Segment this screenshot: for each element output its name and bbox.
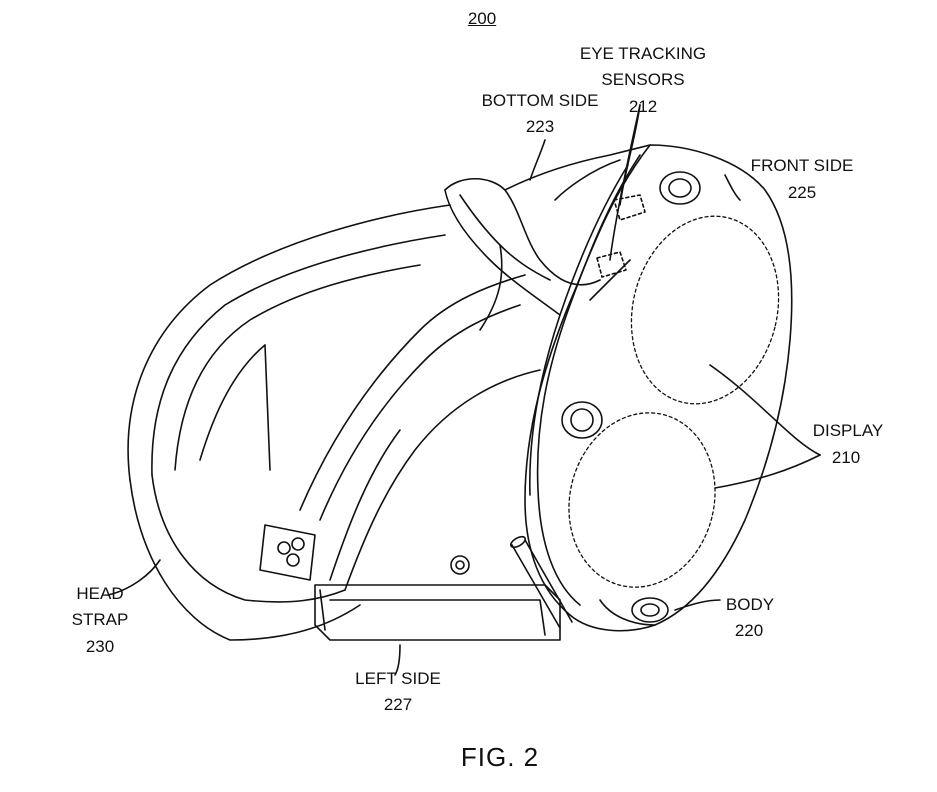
front-camera-mid <box>562 402 602 438</box>
eye-tracking-sensor-lower <box>597 252 626 277</box>
label-head-strap-line1: HEAD <box>76 584 124 603</box>
label-front-side-num: 225 <box>787 183 817 202</box>
label-display-num: 210 <box>831 448 861 467</box>
head-strap-outer-bottom <box>130 480 360 640</box>
label-display: DISPLAY <box>812 421 884 440</box>
figure-reference-number: 200 <box>467 9 497 28</box>
head-strap-inner-bottom <box>152 475 345 602</box>
label-eye-tracking-line1: EYE TRACKING <box>579 44 707 63</box>
body-outline <box>525 145 792 631</box>
head-strap-outer <box>128 205 450 480</box>
label-front-side: FRONT SIDE <box>750 156 854 175</box>
label-left-side-num: 227 <box>383 695 413 714</box>
sensor-cluster-2 <box>292 538 304 550</box>
body-inner-rim <box>538 155 640 605</box>
label-body-num: 220 <box>734 621 764 640</box>
label-bottom-side-num: 223 <box>525 117 555 136</box>
display-lens-lower <box>551 397 733 603</box>
sensor-cluster-3 <box>287 554 299 566</box>
label-eye-tracking-line2: SENSORS <box>601 70 685 89</box>
sensor-cluster-1 <box>278 542 290 554</box>
side-post <box>512 545 560 628</box>
label-eye-tracking-num: 212 <box>628 97 658 116</box>
top-strap <box>445 179 600 285</box>
front-camera-bottom <box>632 598 668 622</box>
front-camera-top <box>660 172 700 204</box>
display-lens-upper <box>612 200 798 419</box>
figure-caption: FIG. 2 <box>460 742 540 772</box>
label-head-strap-num: 230 <box>85 637 115 656</box>
label-bottom-side: BOTTOM SIDE <box>481 91 599 110</box>
head-strap-band <box>175 265 420 470</box>
label-left-side: LEFT SIDE <box>355 669 441 688</box>
label-body: BODY <box>725 595 775 614</box>
label-head-strap-line2: STRAP <box>71 610 129 629</box>
head-strap-inner <box>152 235 445 475</box>
left-side-plate <box>315 585 560 640</box>
